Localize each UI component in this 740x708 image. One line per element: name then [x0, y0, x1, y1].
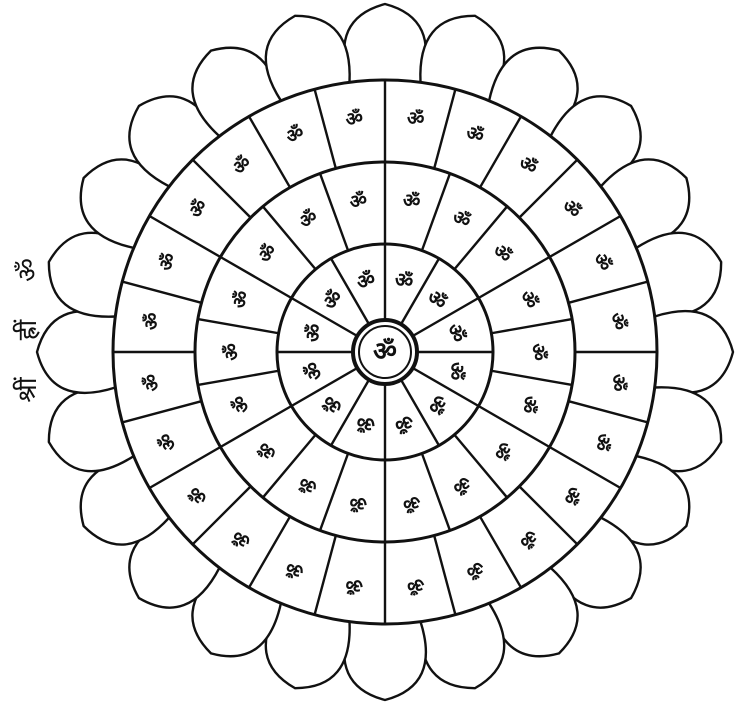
outer-ring-syllable: ॐ: [344, 573, 364, 597]
side-syllable-3: श्रीं: [8, 370, 48, 410]
lotus-petal: [344, 622, 426, 700]
lotus-petal: [344, 4, 426, 82]
center-disk: ॐ: [353, 320, 417, 384]
outer-ring-syllable: ॐ: [344, 107, 364, 131]
outer-ring-syllable: ॐ: [140, 311, 164, 331]
outer-ring-syllable: ॐ: [606, 311, 630, 331]
outer-ring-syllable: ॐ: [406, 107, 426, 131]
lotus-petal: [655, 311, 733, 393]
center-om-symbol: ॐ: [373, 337, 397, 367]
middle-ring-syllable: ॐ: [527, 343, 549, 360]
lotus-petal: [37, 311, 115, 393]
side-syllables: ॐ ह्रीं श्रीं: [4, 250, 48, 450]
outer-ring-syllable: ॐ: [406, 573, 426, 597]
middle-ring-syllable: ॐ: [221, 343, 243, 360]
side-syllable-1: ॐ: [8, 250, 48, 290]
outer-ring-syllable: ॐ: [140, 373, 164, 393]
outer-ring-syllable: ॐ: [606, 373, 630, 393]
side-syllable-2: ह्रीं: [8, 310, 48, 350]
